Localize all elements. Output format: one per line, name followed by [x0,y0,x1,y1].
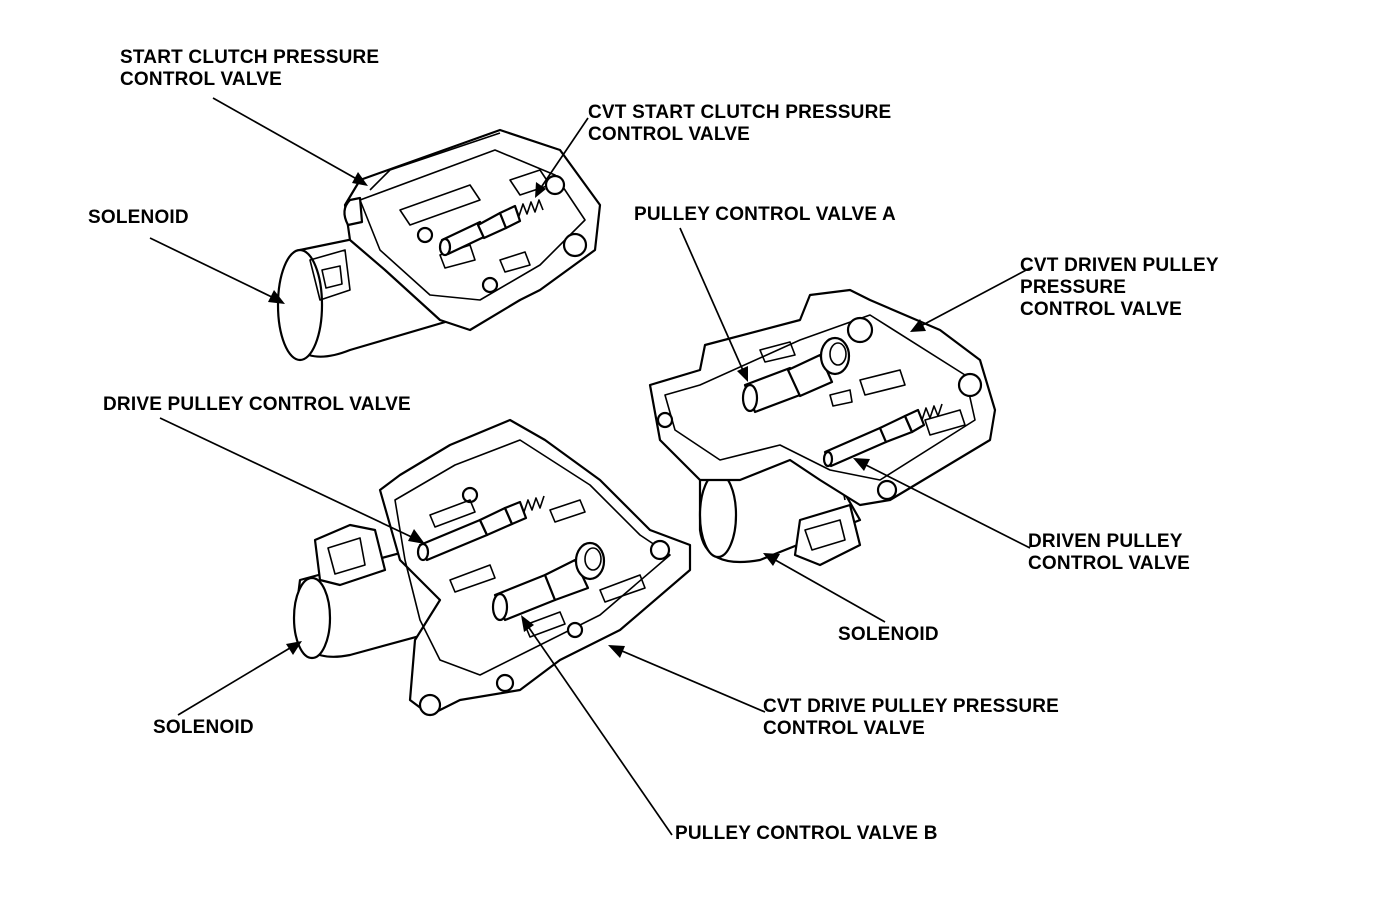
label-drive-pulley-control-valve: DRIVE PULLEY CONTROL VALVE [103,394,411,416]
label-line: CONTROL VALVE [588,124,750,145]
driven-pulley-spool [822,403,943,468]
label-line: DRIVE PULLEY CONTROL VALVE [103,394,411,415]
cvt-start-clutch-spool [438,199,544,257]
label-solenoid-upper: SOLENOID [88,207,189,229]
label-line: START CLUTCH PRESSURE [120,47,380,68]
leader-cvt-driven-pulley-pcv [916,267,1031,329]
label-pulley-control-valve-b: PULLEY CONTROL VALVE B [675,823,938,845]
leader-solenoid-lower [177,644,296,716]
pulley-control-spool-b [491,541,606,622]
drive-pulley-valve-assembly [292,418,692,717]
label-line: CONTROL VALVE [1028,553,1190,574]
label-line: SOLENOID [88,207,189,228]
label-line: DRIVEN PULLEY [1028,531,1183,552]
label-line: CVT DRIVE PULLEY PRESSURE [763,696,1060,717]
label-line: CVT START CLUTCH PRESSURE [588,102,892,123]
leader-solenoid-upper [149,237,279,301]
leader-cvt-drive-pulley-pcv [614,647,766,713]
label-line: PRESSURE [1020,277,1127,298]
leader-driven-pulley-cv [859,461,1031,549]
label-line: CVT DRIVEN PULLEY [1020,255,1219,276]
leader-pulley-cv-a [679,227,746,376]
label-solenoid-right: SOLENOID [838,624,939,646]
label-line: SOLENOID [153,717,254,738]
leader-pulley-cv-b [524,621,673,836]
leader-drive-pulley-cv [159,417,419,541]
label-start-clutch-pressure-control-valve: START CLUTCH PRESSURE CONTROL VALVE [120,47,379,91]
leader-cvt-start-clutch-pcv [537,117,589,193]
pulley-control-spool-a [741,336,851,414]
driven-pulley-valve-assembly [648,288,997,567]
leader-solenoid-right [769,556,886,623]
right-valve-body [648,288,997,507]
drive-pulley-spool [416,495,545,562]
label-line: CONTROL VALVE [120,69,282,90]
label-line: PULLEY CONTROL VALVE B [675,823,938,844]
label-line: CONTROL VALVE [763,718,925,739]
start-clutch-valve-assembly [276,128,602,362]
label-line: CONTROL VALVE [1020,299,1182,320]
leader-lines [149,97,1031,836]
label-solenoid-lower: SOLENOID [153,717,254,739]
label-driven-pulley-control-valve: DRIVEN PULLEY CONTROL VALVE [1028,531,1190,575]
label-line: SOLENOID [838,624,939,645]
leader-start-clutch-pcv [212,97,363,183]
label-line: PULLEY CONTROL VALVE A [634,204,896,225]
lower-valve-body [378,418,692,717]
label-cvt-drive-pulley-pressure-control-valve: CVT DRIVE PULLEY PRESSURE CONTROL VALVE [763,696,1059,740]
label-cvt-driven-pulley-pressure-control-valve: CVT DRIVEN PULLEY PRESSURE CONTROL VALVE [1020,255,1219,321]
label-pulley-control-valve-a: PULLEY CONTROL VALVE A [634,204,896,226]
label-cvt-start-clutch-pressure-control-valve: CVT START CLUTCH PRESSURE CONTROL VALVE [588,102,891,146]
